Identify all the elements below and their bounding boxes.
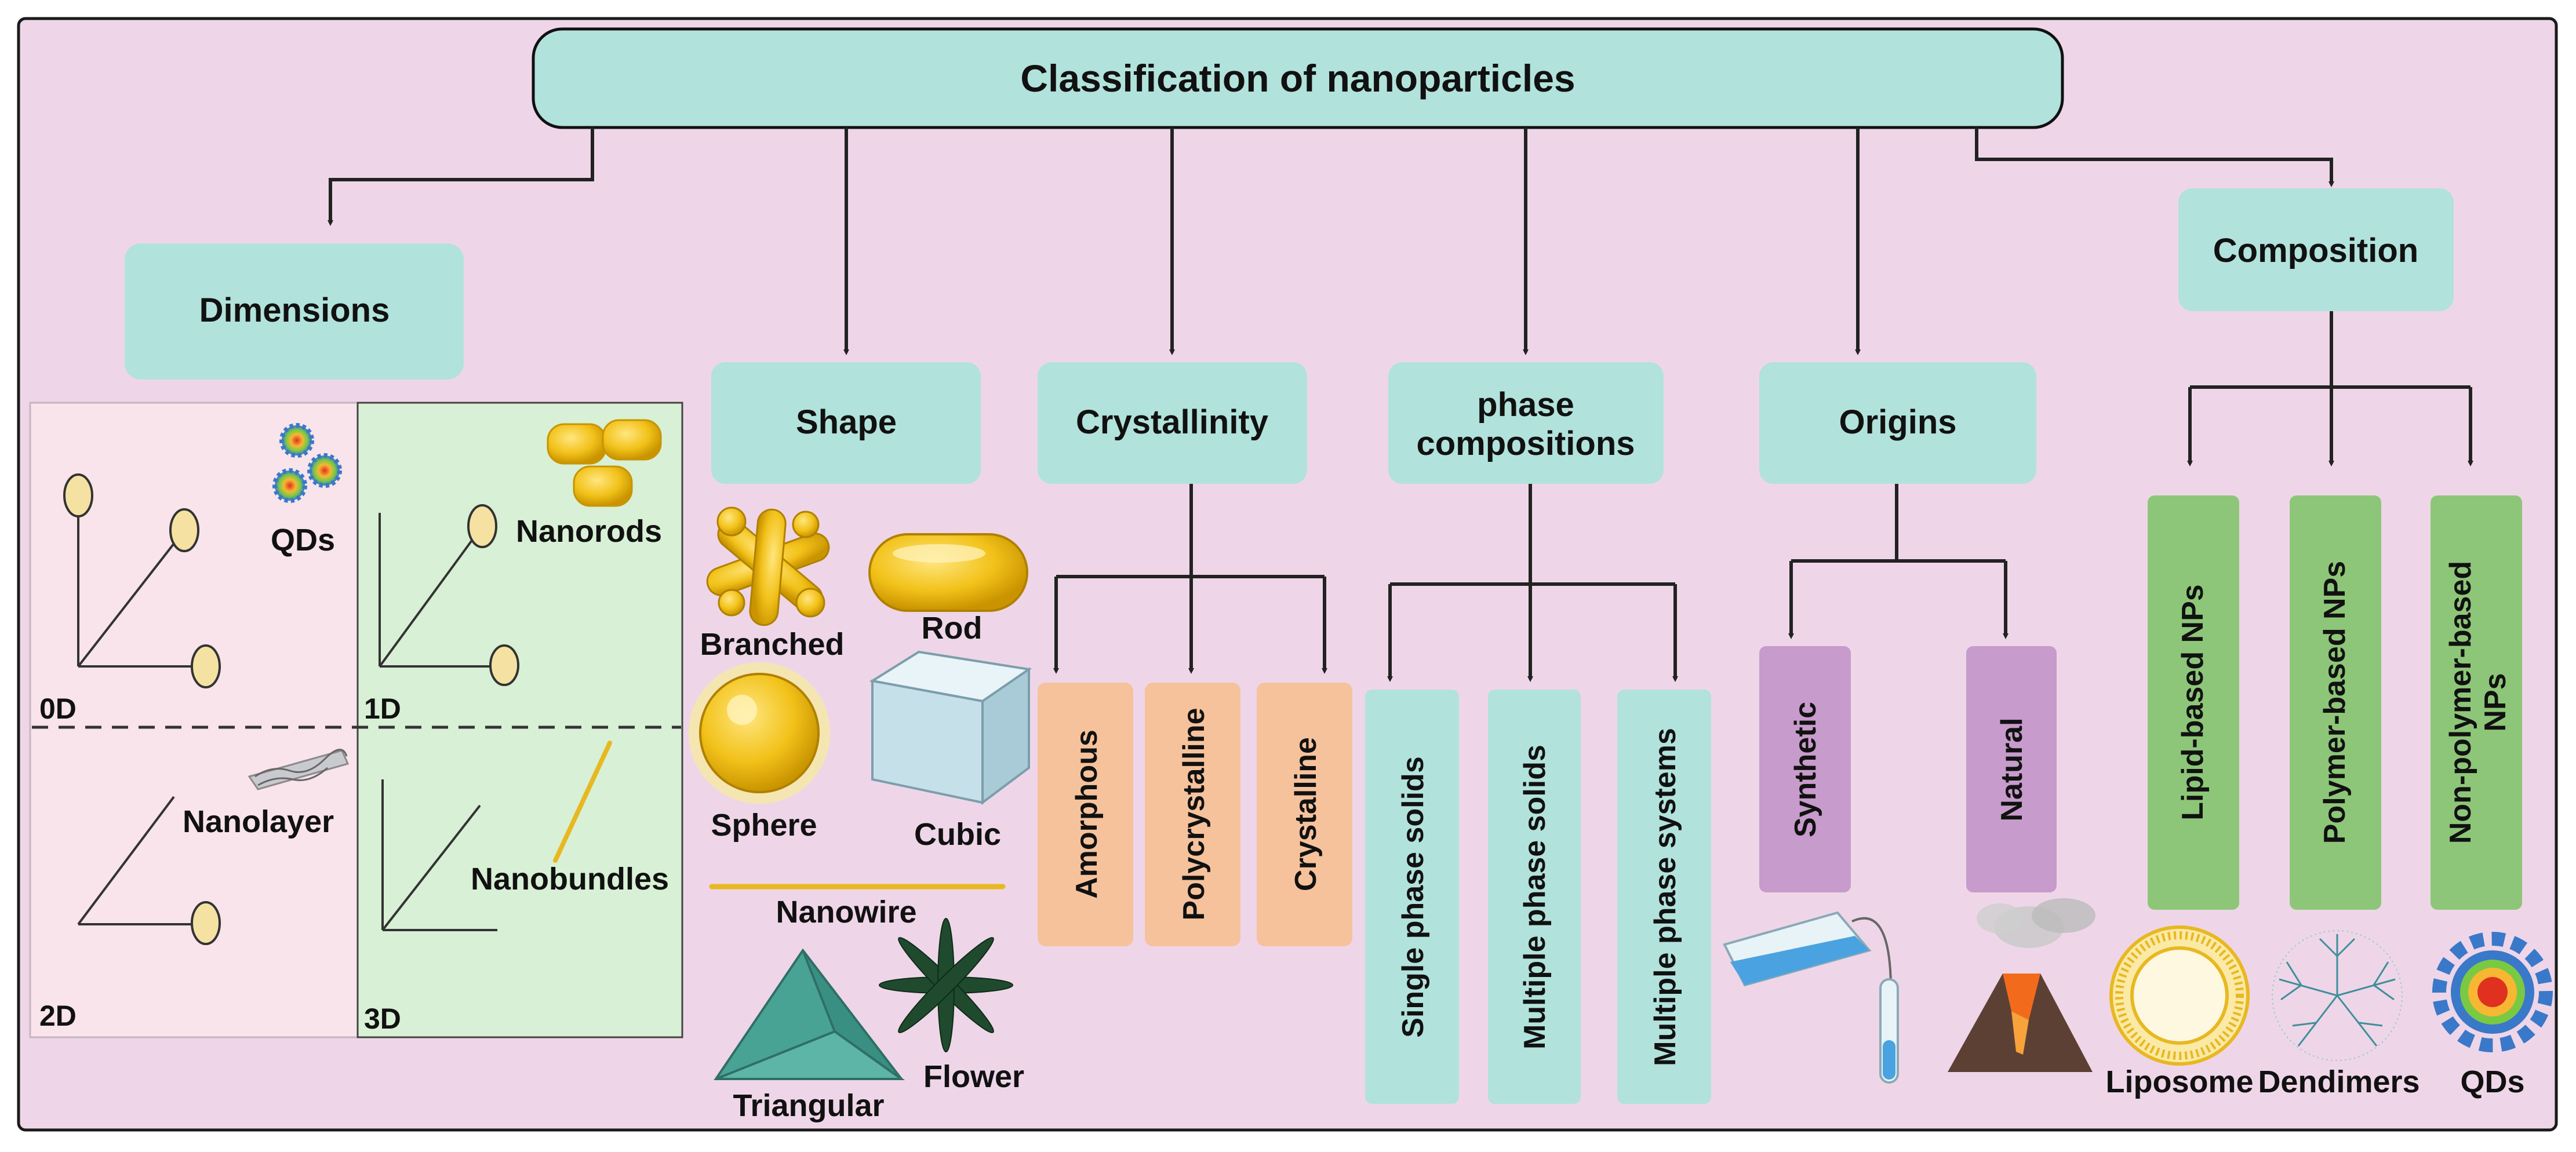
polycrystalline-box: Polycrystalline xyxy=(1145,683,1240,946)
nanorods-label: Nanorods xyxy=(516,514,662,549)
sphere-label: Sphere xyxy=(711,808,817,843)
dimensions-panel: 0D QDs 1D Nanorods 2D xyxy=(29,402,683,1038)
triangular-icon xyxy=(714,948,905,1080)
volcano-icon xyxy=(1948,898,2095,1072)
nanorods-icon xyxy=(547,419,662,507)
single-phase-solids-box: Single phase solids xyxy=(1365,690,1459,1104)
crystalline-box: Crystalline xyxy=(1257,683,1352,946)
nanobundles-icon xyxy=(553,741,612,863)
branched-label: Branched xyxy=(700,627,844,662)
two-d-label: 2D xyxy=(39,1000,77,1032)
test-tube-icon xyxy=(1879,978,1899,1084)
lipid-based-label: Lipid-based NPs xyxy=(2176,584,2210,820)
title-text: Classification of nanoparticles xyxy=(1020,57,1575,100)
multiple-phase-solids-box: Multiple phase solids xyxy=(1488,690,1581,1104)
branched-icon xyxy=(706,506,830,626)
one-d-label: 1D xyxy=(364,692,401,725)
triangular-label: Triangular xyxy=(733,1088,884,1123)
rod-label: Rod xyxy=(922,611,983,646)
sphere-icon xyxy=(689,662,830,804)
three-d-graph xyxy=(381,779,497,931)
dimensions-label: Dimensions xyxy=(199,291,390,329)
origins-label: Origins xyxy=(1839,403,1956,441)
composition-connectors xyxy=(2187,311,2473,466)
flower-icon xyxy=(879,918,1013,1052)
liposome-icon xyxy=(2109,925,2250,1066)
shape-label: Shape xyxy=(796,403,897,441)
amorphous-label: Amorphous xyxy=(1070,730,1104,899)
qds-composition-label: QDs xyxy=(2460,1064,2524,1099)
qds-dim-label: QDs xyxy=(271,523,335,557)
multiple-phase-solids-label: Multiple phase solids xyxy=(1518,745,1552,1049)
composition-box: Composition xyxy=(2178,188,2454,311)
dendimers-label: Dendimers xyxy=(2258,1064,2419,1099)
phase-compositions-box: phase compositions xyxy=(1388,362,1664,484)
polymer-based-label: Polymer-based NPs xyxy=(2318,561,2352,844)
crystallinity-connectors xyxy=(1053,484,1327,674)
natural-label: Natural xyxy=(1995,717,2029,821)
two-d-graph xyxy=(77,796,221,945)
qds-composition-icon xyxy=(2432,932,2553,1052)
crystallinity-box: Crystallinity xyxy=(1038,362,1307,484)
origins-connectors xyxy=(1788,484,2009,639)
flask-icon xyxy=(1723,911,1892,987)
non-polymer-based-label-line1: Non-polymer-based xyxy=(2444,561,2477,844)
synthetic-box: Synthetic xyxy=(1759,646,1851,892)
shape-box: Shape xyxy=(711,362,981,484)
crystallinity-label: Crystallinity xyxy=(1076,403,1268,441)
phase-connectors xyxy=(1387,484,1678,682)
polymer-based-box: Polymer-based NPs xyxy=(2290,495,2381,910)
polycrystalline-label: Polycrystalline xyxy=(1177,708,1211,920)
title-box: Classification of nanoparticles xyxy=(532,27,2064,129)
flower-label: Flower xyxy=(923,1059,1024,1094)
synthetic-label: Synthetic xyxy=(1789,702,1822,837)
title-connectors xyxy=(328,127,2334,355)
cubic-icon xyxy=(869,650,1032,805)
non-polymer-based-label-line2: NPs xyxy=(2479,673,2512,731)
phase-label-line1: phase xyxy=(1477,386,1574,424)
nanobundles-label: Nanobundles xyxy=(471,862,669,896)
nanolayer-icon xyxy=(248,749,350,790)
zero-d-graph xyxy=(63,473,221,688)
amorphous-box: Amorphous xyxy=(1038,683,1133,946)
one-d-graph xyxy=(379,504,519,686)
zero-d-label: 0D xyxy=(39,692,77,725)
multiple-phase-systems-label: Multiple phase systems xyxy=(1649,728,1682,1066)
composition-label: Composition xyxy=(2213,232,2418,269)
qds-cluster-icon xyxy=(272,423,342,503)
crystalline-label: Crystalline xyxy=(1289,737,1323,891)
multiple-phase-systems-box: Multiple phase systems xyxy=(1617,690,1711,1104)
nanolayer-label: Nanolayer xyxy=(183,804,334,839)
dendrimer-icon xyxy=(2272,930,2403,1061)
non-polymer-based-box: Non-polymer-based NPs xyxy=(2431,495,2522,910)
phase-label-line2: compositions xyxy=(1416,425,1635,462)
liposome-label: Liposome xyxy=(2105,1064,2253,1099)
single-phase-solids-label: Single phase solids xyxy=(1396,756,1430,1037)
lipid-based-box: Lipid-based NPs xyxy=(2148,495,2239,910)
nanowire-label: Nanowire xyxy=(776,895,916,929)
rod-icon xyxy=(868,533,1028,612)
dimensions-box: Dimensions xyxy=(125,243,464,380)
three-d-label: 3D xyxy=(364,1002,401,1035)
natural-box: Natural xyxy=(1966,646,2057,892)
cubic-label: Cubic xyxy=(914,817,1001,852)
origins-box: Origins xyxy=(1759,362,2036,484)
